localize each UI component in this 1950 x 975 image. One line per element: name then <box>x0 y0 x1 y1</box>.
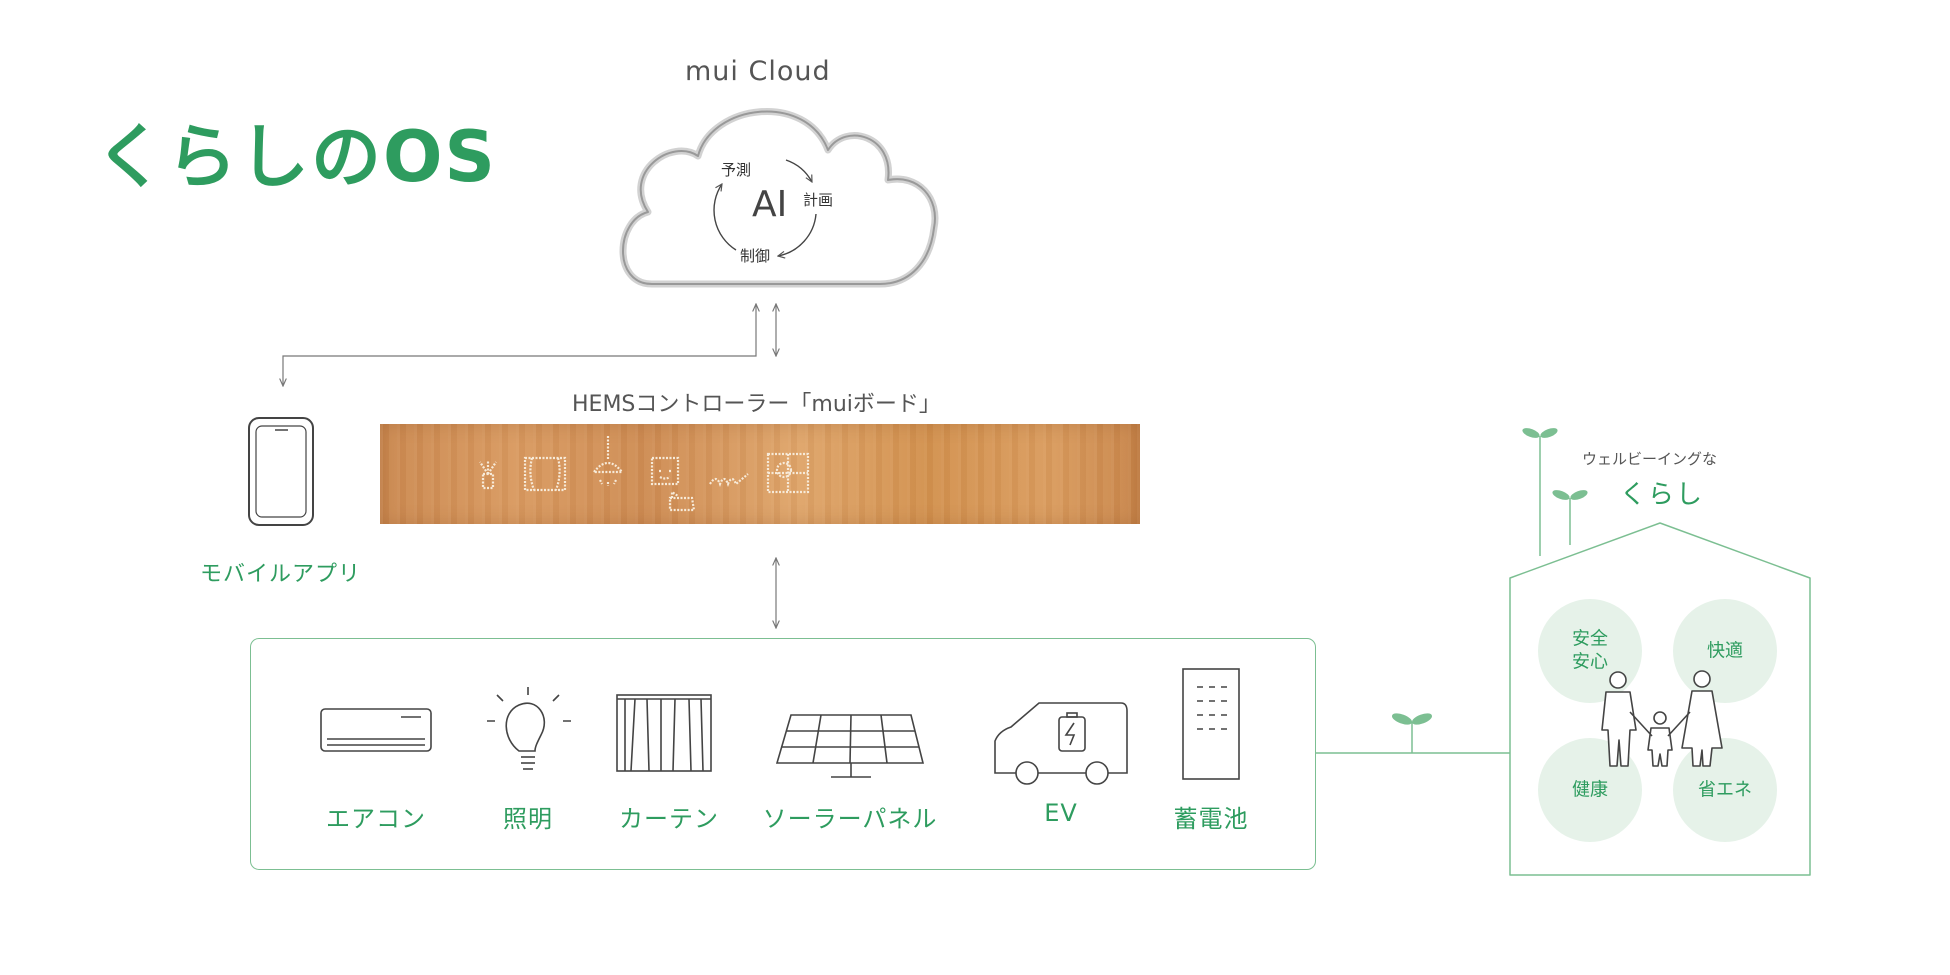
hems-label: HEMSコントローラー「muiボード」 <box>572 392 941 417</box>
cycle-predict: 予測 <box>721 161 752 179</box>
circle-label-energy-saving: 省エネ <box>1698 779 1752 801</box>
air-conditioner-icon <box>320 708 432 752</box>
ev-car-icon <box>994 702 1128 785</box>
circle-label-health: 健康 <box>1572 779 1608 801</box>
cloud-label: mui Cloud <box>685 56 831 87</box>
house-outline <box>1509 428 1811 876</box>
cloud-icon <box>619 107 939 288</box>
signature-icon <box>709 473 749 487</box>
light-bulb-icon <box>487 687 571 770</box>
solar-panel-icon <box>775 714 925 778</box>
device-label-solar: ソーラーパネル <box>762 805 938 833</box>
device-label-aircon: エアコン <box>326 805 426 833</box>
sprout-icon <box>1392 713 1432 753</box>
wellbeing-title: くらし <box>1620 480 1705 510</box>
smartphone-icon <box>248 417 314 526</box>
mobile-app-label: モバイルアプリ <box>200 562 362 587</box>
ai-label: AI <box>752 184 788 225</box>
circle-label-comfort: 快適 <box>1707 640 1743 662</box>
device-label-curtain: カーテン <box>619 805 719 833</box>
device-icons <box>320 668 1240 785</box>
device-label-ev: EV <box>1044 799 1078 827</box>
wellbeing-subtitle: ウェルビーイングな <box>1582 450 1718 468</box>
calendar-face-icon <box>650 456 680 486</box>
curtain-icon <box>616 694 712 772</box>
board-icons <box>479 436 810 512</box>
family-icon <box>1601 670 1723 767</box>
ai-cycle-arrows <box>713 159 817 256</box>
battery-storage-icon <box>1182 668 1240 780</box>
cycle-plan: 計画 <box>803 191 834 209</box>
circle-label-safety: 安全 安心 <box>1572 628 1608 673</box>
mui-board <box>380 424 1140 524</box>
pendant-light-icon <box>591 436 625 486</box>
sun-window-icon <box>766 452 810 494</box>
plant-icon <box>479 460 497 490</box>
devices-panel: エアコン 照明 カーテン ソーラーパネル EV 蓄電池 <box>250 638 1316 870</box>
cycle-control: 制御 <box>740 247 771 265</box>
page-title: くらしのOS <box>95 116 497 198</box>
cat-icon <box>668 489 696 512</box>
window-icon <box>523 456 567 492</box>
device-label-battery: 蓄電池 <box>1173 805 1249 833</box>
device-label-lighting: 照明 <box>503 805 553 833</box>
